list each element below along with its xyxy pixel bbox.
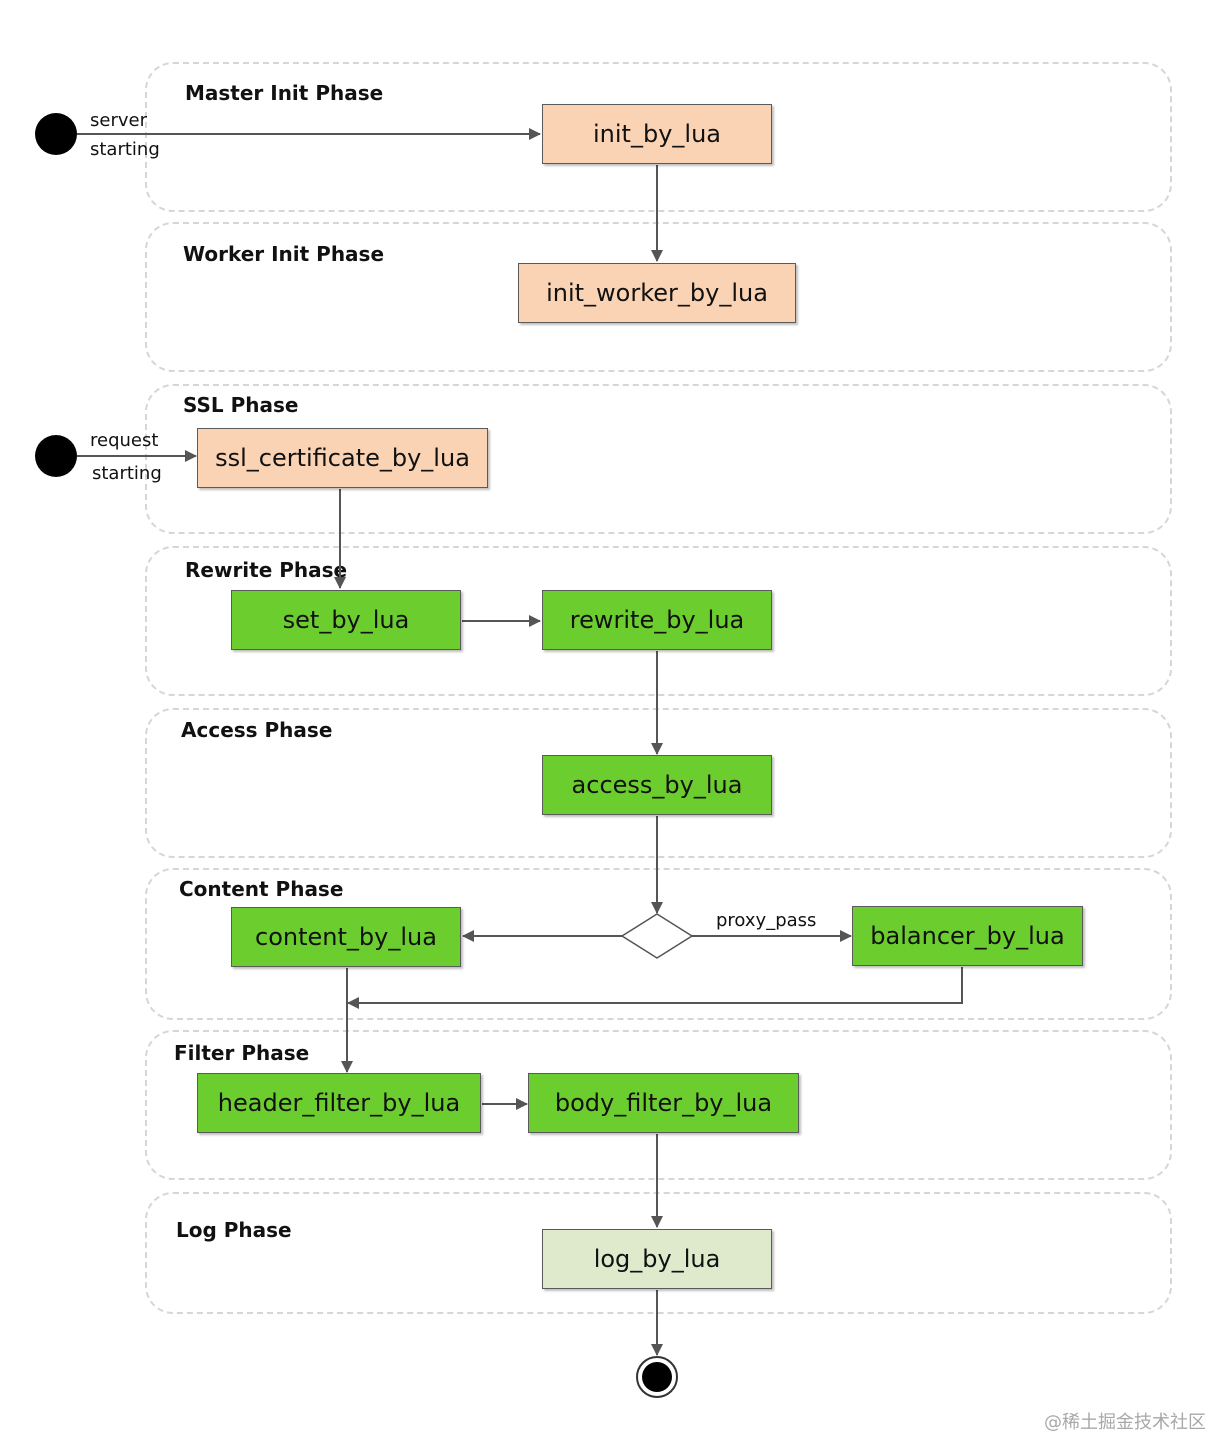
phase-title-ssl: SSL Phase (183, 393, 299, 417)
node-rewrite-by-lua: rewrite_by_lua (542, 590, 772, 650)
node-body-filter-by-lua: body_filter_by_lua (528, 1073, 799, 1133)
phase-title-content: Content Phase (179, 877, 344, 901)
edge-balancer-return (347, 967, 963, 1009)
label-request: request (90, 430, 159, 451)
label-proxy-pass: proxy_pass (716, 910, 817, 931)
phase-title-filter: Filter Phase (174, 1041, 310, 1065)
phase-worker-init (145, 222, 1172, 372)
node-header-filter-by-lua: header_filter_by_lua (197, 1073, 481, 1133)
node-set-by-lua: set_by_lua (231, 590, 461, 650)
phase-title-worker-init: Worker Init Phase (183, 242, 385, 266)
phase-title-master-init: Master Init Phase (185, 81, 384, 105)
node-balancer-by-lua: balancer_by_lua (852, 906, 1083, 966)
node-access-by-lua: access_by_lua (542, 755, 772, 815)
phase-ssl (145, 384, 1172, 534)
node-ssl-certificate-by-lua: ssl_certificate_by_lua (197, 428, 488, 488)
phase-access (145, 708, 1172, 858)
proxy-decision-diamond (620, 913, 694, 959)
watermark: @稀土掘金技术社区 (1044, 1412, 1206, 1433)
phase-rewrite (145, 546, 1172, 696)
request-start-node (35, 435, 77, 477)
phase-content (145, 868, 1172, 1020)
node-init-worker-by-lua: init_worker_by_lua (518, 263, 796, 323)
label-server: server (90, 110, 147, 131)
phase-title-rewrite: Rewrite Phase (185, 558, 348, 582)
label-request-starting: starting (92, 463, 162, 484)
end-node (642, 1362, 672, 1392)
phase-log (145, 1192, 1172, 1314)
node-log-by-lua: log_by_lua (542, 1229, 772, 1289)
node-init-by-lua: init_by_lua (542, 104, 772, 164)
phase-title-access: Access Phase (181, 718, 333, 742)
node-content-by-lua: content_by_lua (231, 907, 461, 967)
label-server-starting: starting (90, 139, 160, 160)
server-start-node (35, 113, 77, 155)
phase-master-init (145, 62, 1172, 212)
phase-filter (145, 1030, 1172, 1180)
phase-title-log: Log Phase (176, 1218, 292, 1242)
